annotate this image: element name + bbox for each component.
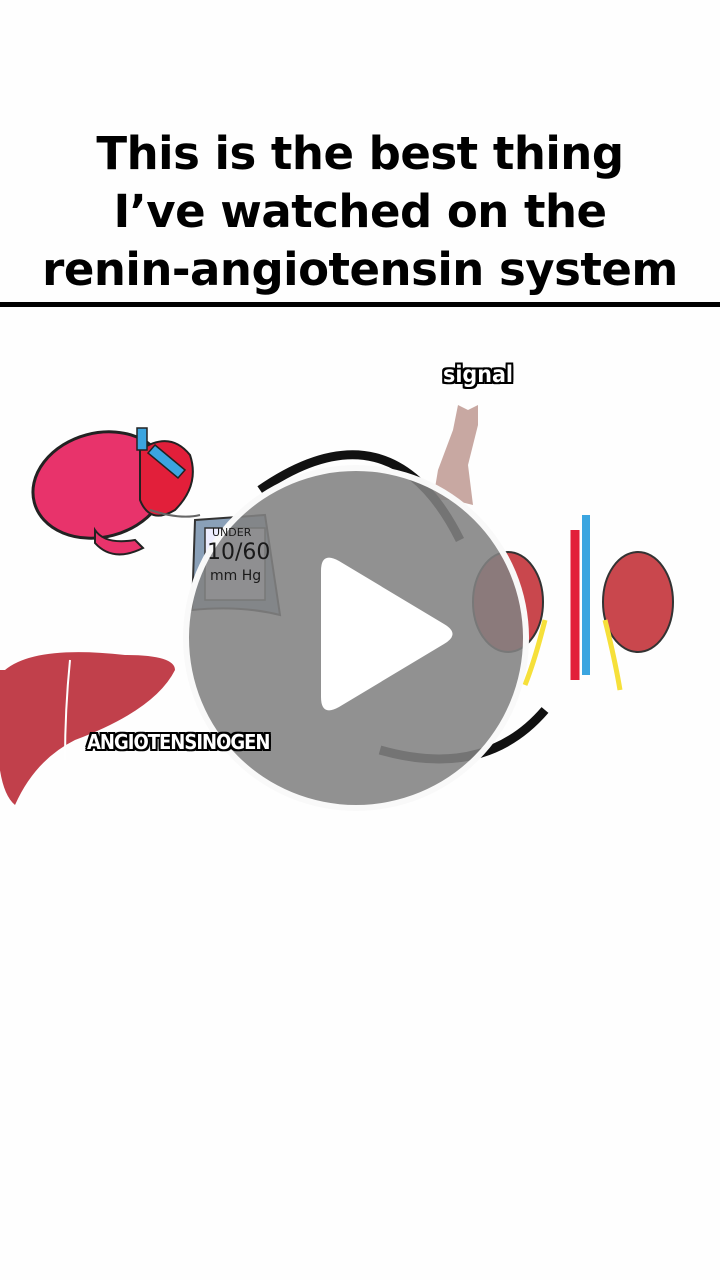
signal-label: signal xyxy=(443,362,513,388)
monitor-unit: mm Hg xyxy=(210,568,262,584)
monitor-reading: 10/60 xyxy=(207,540,271,565)
play-icon xyxy=(321,557,453,711)
divider xyxy=(0,302,720,307)
play-button[interactable] xyxy=(183,465,529,811)
heart-illustration xyxy=(31,427,201,556)
liver-illustration xyxy=(0,652,175,805)
headline-line-3: renin-angiotensin system xyxy=(42,243,678,296)
headline-line-2: I’ve watched on the xyxy=(113,185,607,238)
headline-line-1: This is the best thing xyxy=(96,127,624,180)
cat-image xyxy=(433,405,478,505)
angiotensinogen-label: ANGIOTENSINOGEN xyxy=(87,730,270,754)
monitor-header: UNDER xyxy=(212,526,252,539)
headline: This is the best thing I’ve watched on t… xyxy=(0,125,720,299)
